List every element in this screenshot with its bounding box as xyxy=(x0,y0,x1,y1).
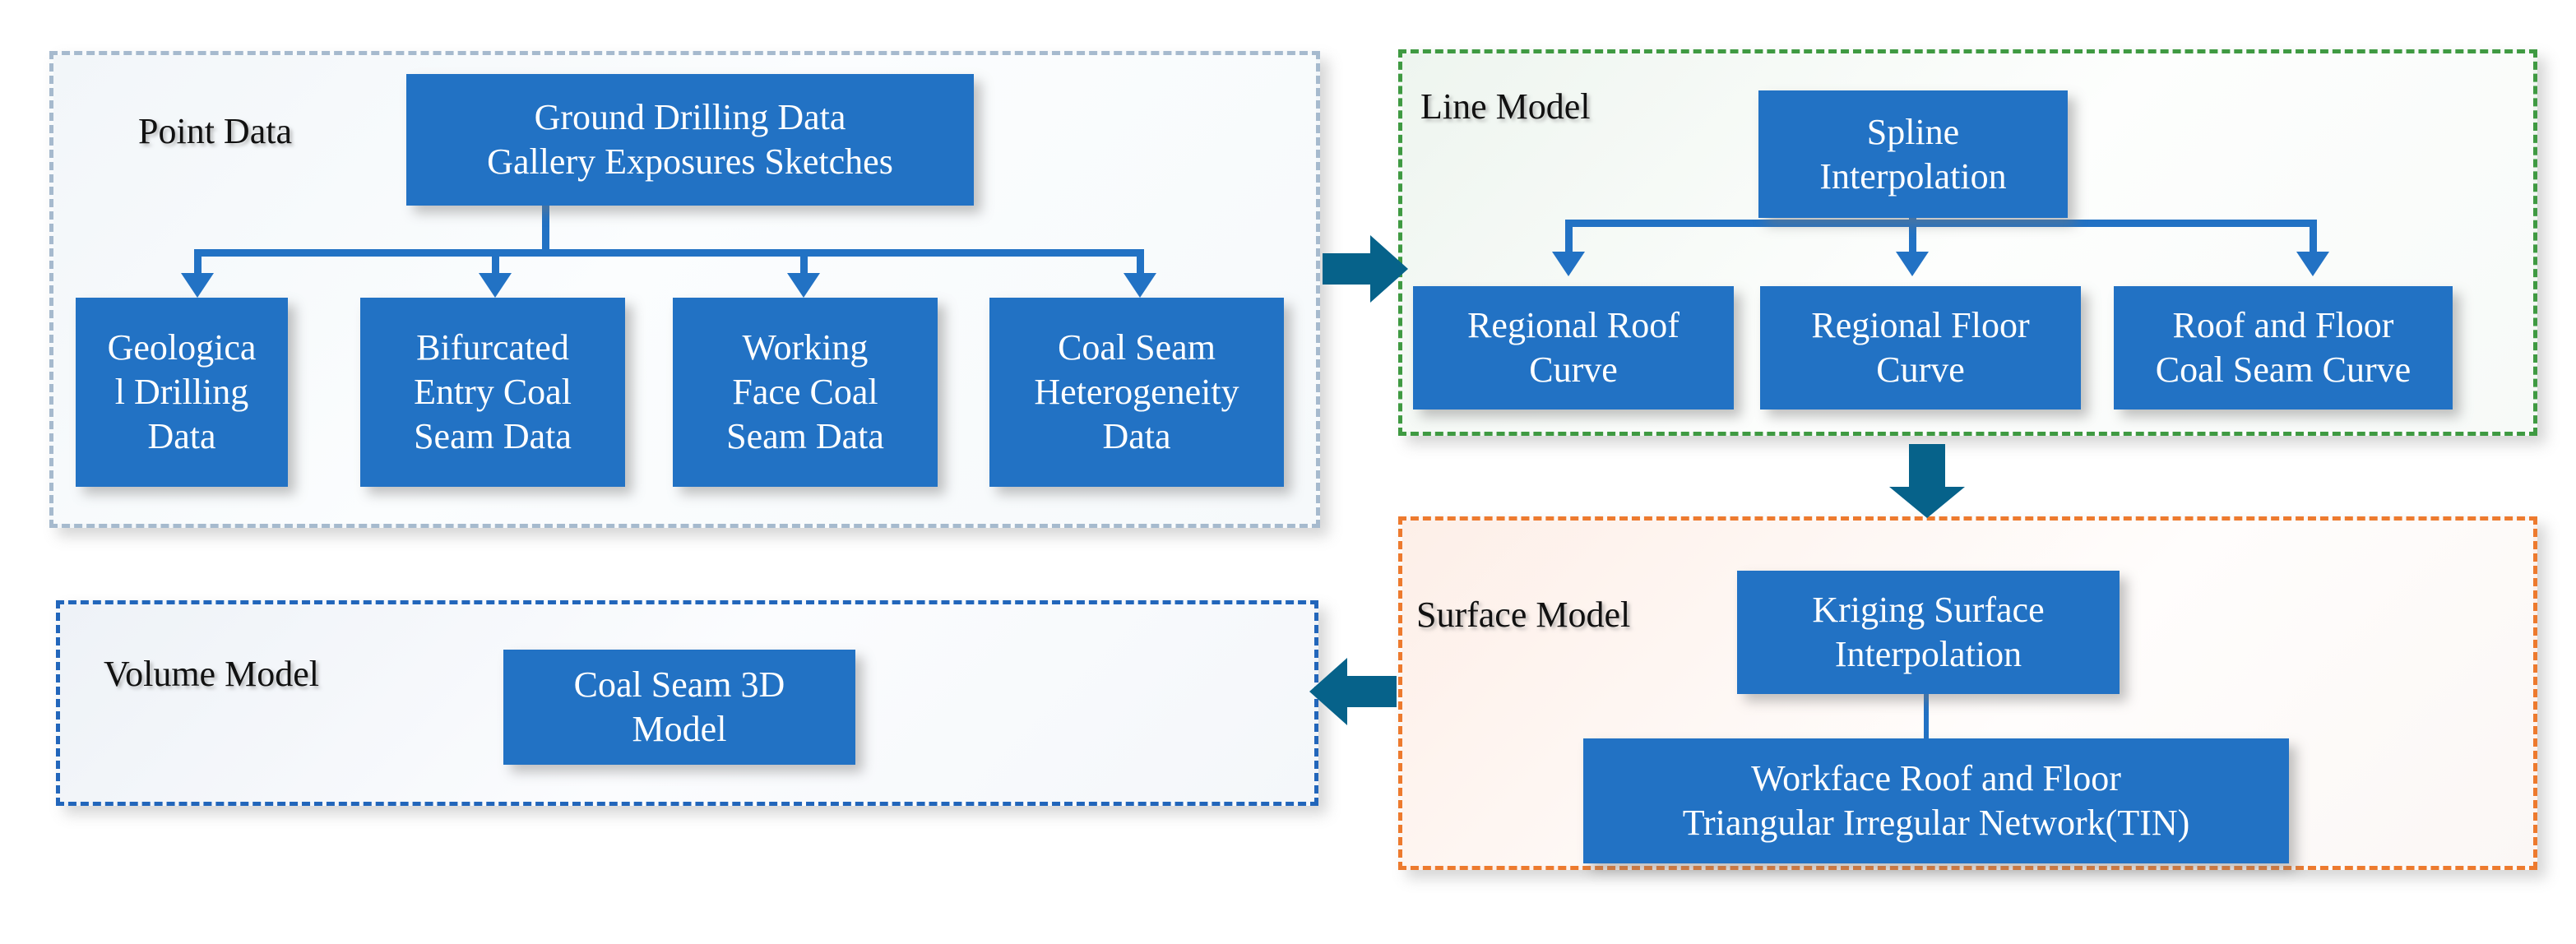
arrowhead-point-1 xyxy=(181,273,214,298)
node-coal-seam-3d-model[interactable]: Coal Seam 3D Model xyxy=(503,650,855,765)
connector-surface-stem xyxy=(1924,694,1929,743)
flow-arrow-line-to-surface xyxy=(1886,444,1968,518)
node-bifurcated-entry-coal-seam-data[interactable]: Bifurcated Entry Coal Seam Data xyxy=(360,298,625,487)
node-regional-floor-curve[interactable]: Regional Floor Curve xyxy=(1760,286,2081,410)
connector-point-drop-4 xyxy=(1137,249,1144,275)
node-geological-drilling-data[interactable]: Geologica l Drilling Data xyxy=(76,298,288,487)
connector-point-drop-3 xyxy=(800,249,808,275)
node-kriging-surface-interpolation[interactable]: Kriging Surface Interpolation xyxy=(1737,571,2120,694)
node-coal-seam-heterogeneity-data[interactable]: Coal Seam Heterogeneity Data xyxy=(989,298,1284,487)
panel-surface-model-label: Surface Model xyxy=(1416,595,1631,635)
connector-line-bus xyxy=(1565,220,2317,227)
caption-fragment xyxy=(1666,0,1715,7)
connector-point-bus xyxy=(194,249,1144,257)
node-spline-interpolation[interactable]: Spline Interpolation xyxy=(1758,90,2068,218)
node-regional-roof-curve[interactable]: Regional Roof Curve xyxy=(1413,286,1734,410)
panel-line-model-label: Line Model xyxy=(1420,86,1591,127)
node-workface-roof-floor-tin[interactable]: Workface Roof and Floor Triangular Irreg… xyxy=(1583,738,2289,863)
connector-point-drop-1 xyxy=(194,249,202,275)
arrowhead-line-2 xyxy=(1896,252,1929,276)
arrowhead-point-4 xyxy=(1124,273,1156,298)
connector-point-root-stem xyxy=(542,206,549,252)
flow-arrow-surface-to-volume xyxy=(1306,655,1397,729)
connector-point-drop-2 xyxy=(492,249,499,275)
node-ground-drilling-data[interactable]: Ground Drilling Data Gallery Exposures S… xyxy=(406,74,974,206)
connector-line-drop-3 xyxy=(2310,220,2317,254)
arrowhead-point-3 xyxy=(787,273,820,298)
arrowhead-line-1 xyxy=(1552,252,1585,276)
panel-point-data-label: Point Data xyxy=(138,111,292,151)
connector-line-drop-1 xyxy=(1565,220,1573,254)
arrowhead-point-2 xyxy=(479,273,512,298)
connector-line-drop-2 xyxy=(1909,220,1916,254)
panel-volume-model-label: Volume Model xyxy=(104,654,319,694)
node-working-face-coal-seam-data[interactable]: Working Face Coal Seam Data xyxy=(673,298,938,487)
flow-arrow-point-to-line xyxy=(1323,232,1408,306)
node-roof-and-floor-coal-seam-curve[interactable]: Roof and Floor Coal Seam Curve xyxy=(2114,286,2453,410)
arrowhead-line-3 xyxy=(2296,252,2329,276)
